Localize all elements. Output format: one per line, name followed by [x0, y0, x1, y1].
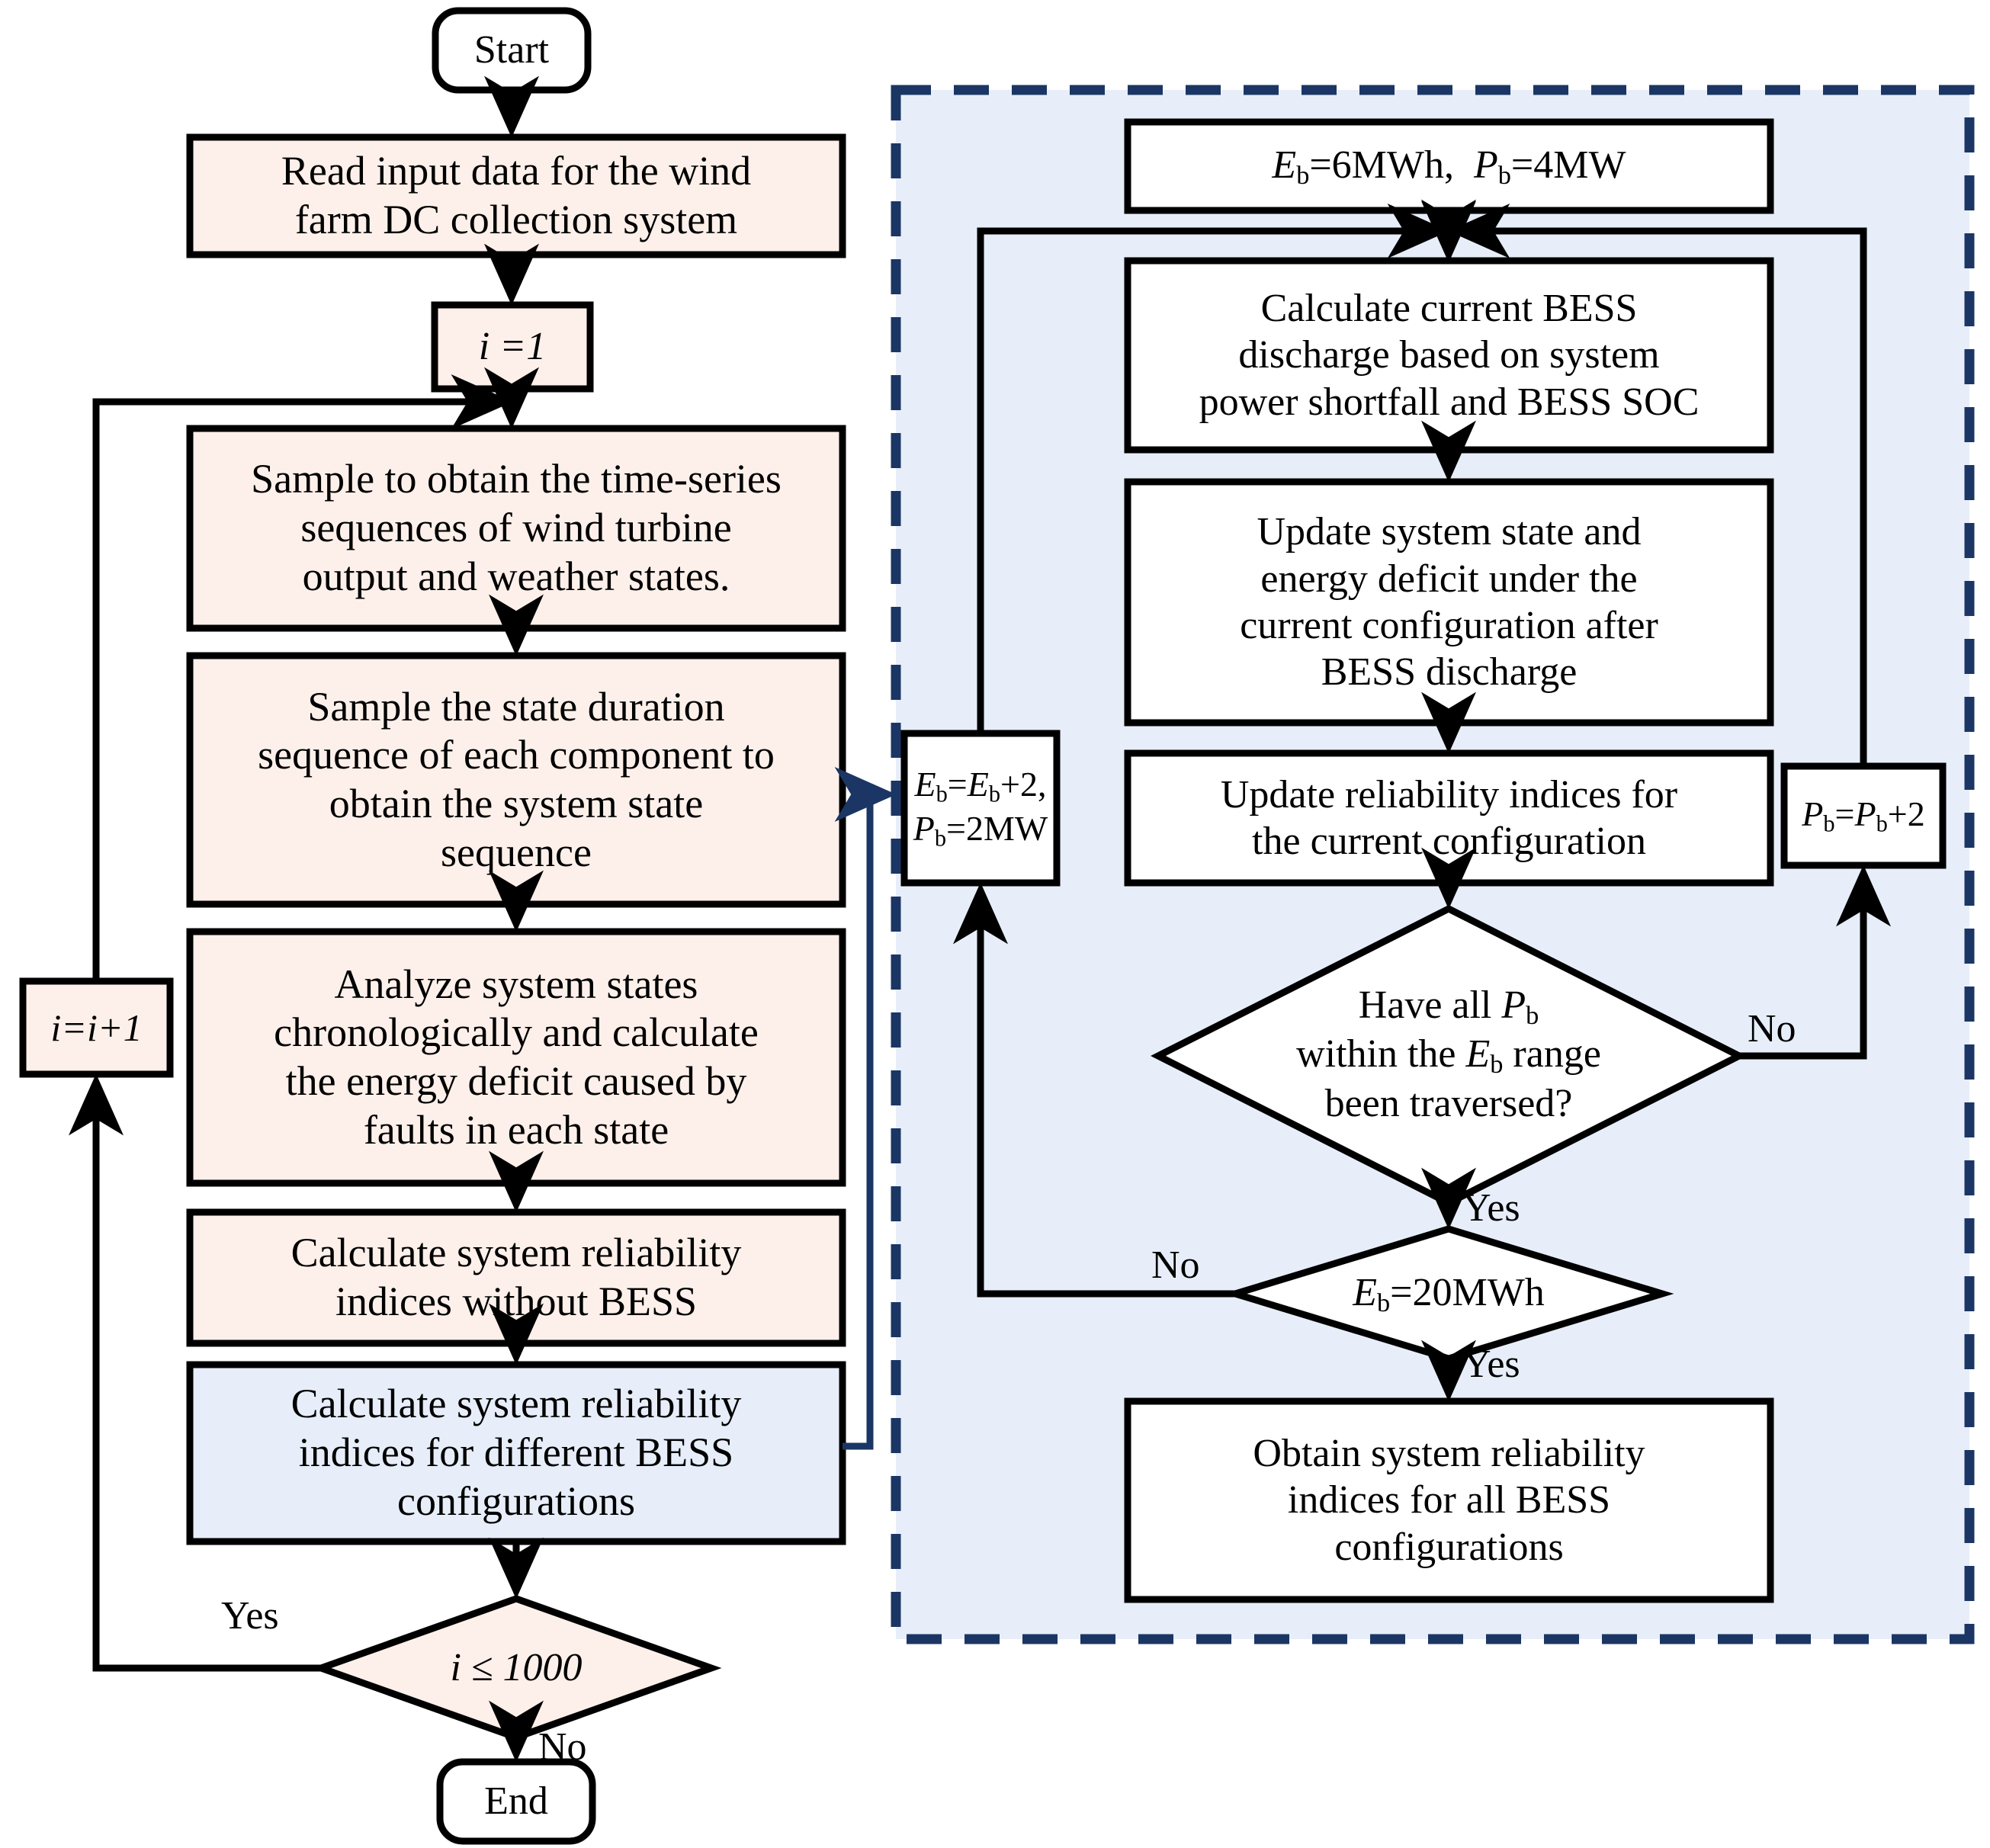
calc-discharge-shape [1124, 257, 1774, 454]
decision-eb-yes-label: Yes [1462, 1343, 1520, 1386]
edge-decision-pb-no-to-pbinc [1739, 865, 1891, 1060]
start-terminal-shape [432, 7, 592, 94]
pb-increment-shape [1780, 762, 1947, 869]
edge-increment-to-sample [92, 374, 513, 981]
obtain-result-shape [1124, 1397, 1774, 1603]
edge-calcdiff-to-panel [834, 767, 897, 1450]
eb-increment-shape [900, 730, 1061, 887]
read-input-shape [186, 133, 846, 258]
decision-pb-no-label: No [1748, 1007, 1796, 1051]
edge-ebinc-to-junction [977, 204, 1449, 733]
init-counter-shape [431, 301, 594, 393]
end-terminal-shape [436, 1758, 596, 1845]
sample-timeseries-shape [186, 425, 846, 632]
init-config-shape [1124, 118, 1774, 214]
update-state-shape [1124, 478, 1774, 727]
increment-counter-shape [19, 977, 174, 1078]
calc-diff-bess-shape [186, 1361, 846, 1545]
edge-pbinc-to-junction [1448, 204, 1867, 766]
edge-decision-eb-no-to-ebinc [953, 882, 1235, 1298]
sample-duration-shape [186, 652, 846, 908]
decision-pb-yes-label: Yes [1462, 1186, 1520, 1230]
edge-loop-yes-to-increment [69, 1073, 321, 1672]
calc-without-bess-shape [186, 1208, 846, 1347]
decision-loop-no-label: No [538, 1725, 587, 1769]
decision-loop-shape [310, 1595, 722, 1741]
analyze-states-shape [186, 928, 846, 1187]
update-indices-shape [1124, 749, 1774, 887]
decision-eb-no-label: No [1151, 1243, 1200, 1287]
decision-loop-yes-label: Yes [221, 1594, 279, 1638]
